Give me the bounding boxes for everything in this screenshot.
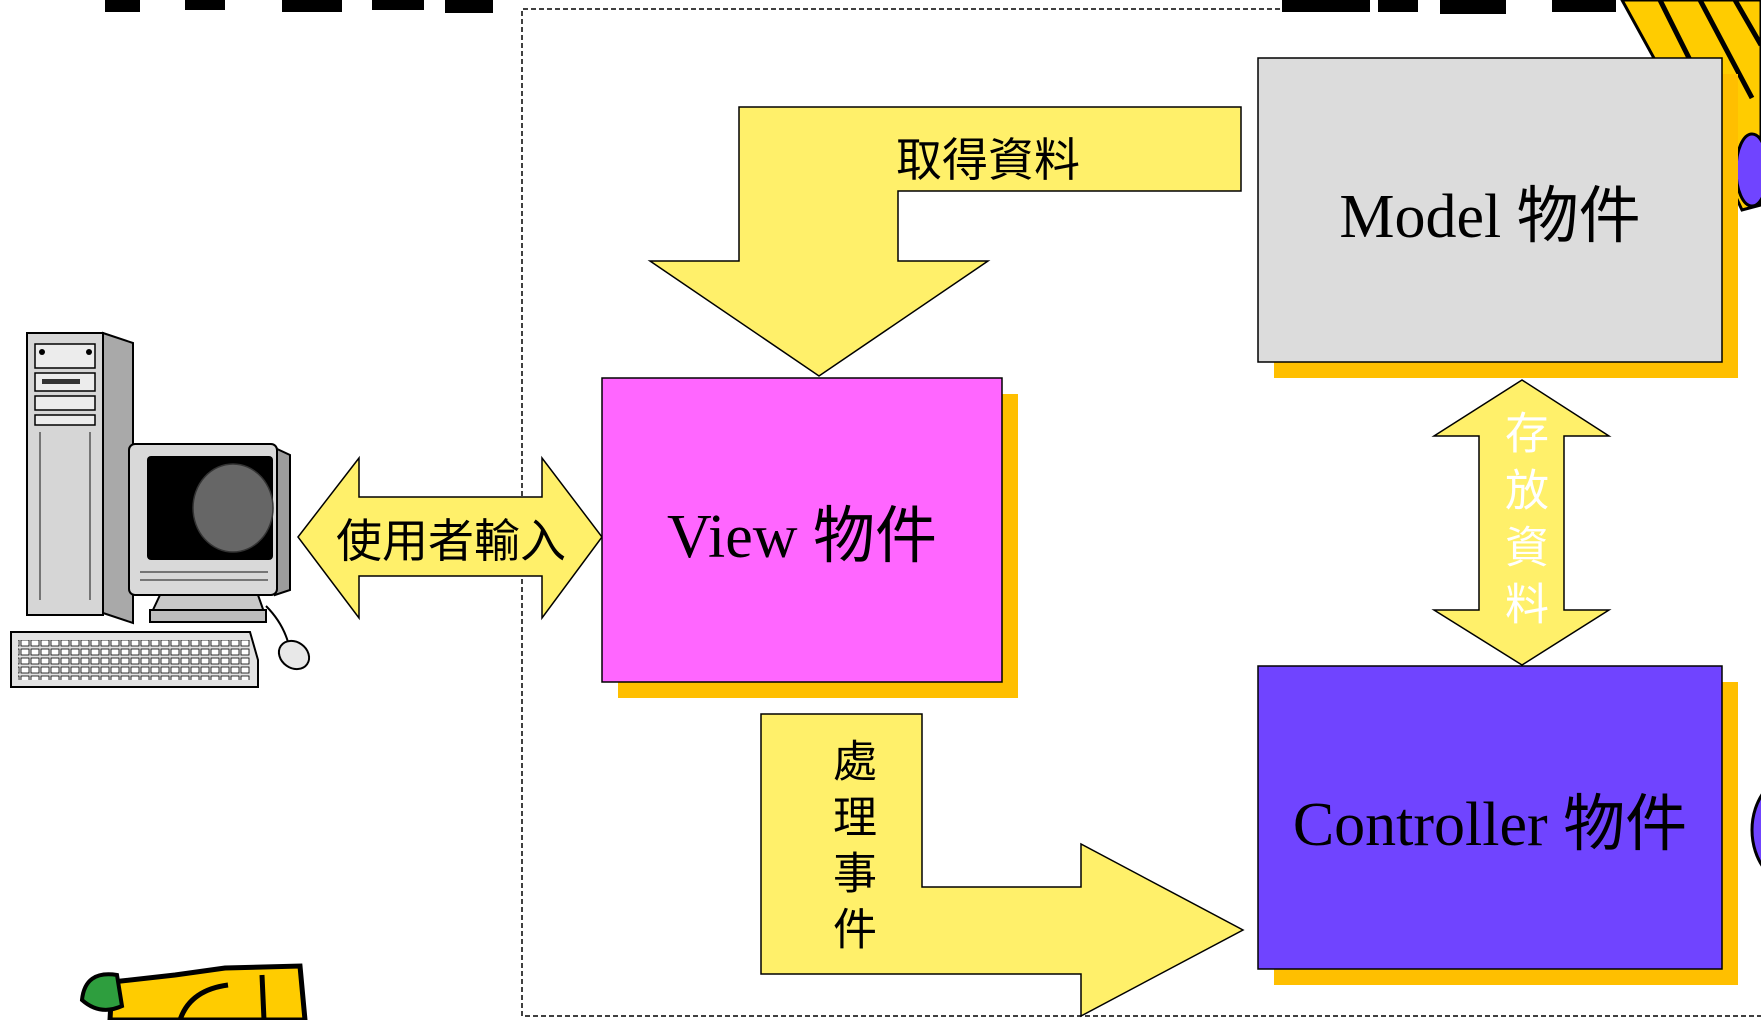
system-boundary <box>521 8 1761 1017</box>
computer-icon <box>10 331 311 688</box>
model-box <box>1257 57 1723 363</box>
clipart-purple-spot <box>1734 132 1761 208</box>
clipart-stripe <box>1697 0 1755 100</box>
tower <box>26 331 134 625</box>
clipart-line <box>177 982 229 1020</box>
title-fragment <box>1282 0 1370 12</box>
mouse <box>277 639 311 671</box>
title-fragment <box>1440 0 1506 14</box>
controller-label: Controller 物件 <box>1292 790 1688 859</box>
store-data-arrow <box>1431 379 1612 666</box>
get-data-arrow <box>647 106 1242 377</box>
purple-clipart-icon <box>1750 793 1761 867</box>
store-data-label: 存放資料 <box>1498 410 1547 638</box>
keyboard <box>10 631 259 688</box>
model-label: Model 物件 <box>1339 183 1641 251</box>
title-fragments <box>105 0 1616 14</box>
title-fragment <box>185 0 225 10</box>
view-box <box>601 377 1003 683</box>
title-fragment <box>1378 0 1418 12</box>
mouse-cable <box>265 605 289 643</box>
clipart-stripe <box>1732 0 1761 47</box>
clipart-green-leaf <box>79 972 125 1012</box>
monitor <box>128 443 291 623</box>
handle-event-arrow <box>760 713 1245 1018</box>
title-fragment <box>445 0 493 13</box>
title-fragment <box>282 0 342 12</box>
get-data-label: 取得資料 <box>896 134 1080 186</box>
user-input-label: 使用者輸入 <box>336 515 566 567</box>
handle-event-label: 處理事件 <box>826 738 875 962</box>
title-fragment <box>1552 0 1616 12</box>
clipart-icon <box>79 963 308 1020</box>
clipart-line <box>259 974 267 1020</box>
title-fragment <box>372 0 424 10</box>
controller-box <box>1257 665 1723 970</box>
title-fragment <box>105 0 140 12</box>
view-label: View 物件 <box>666 503 938 571</box>
